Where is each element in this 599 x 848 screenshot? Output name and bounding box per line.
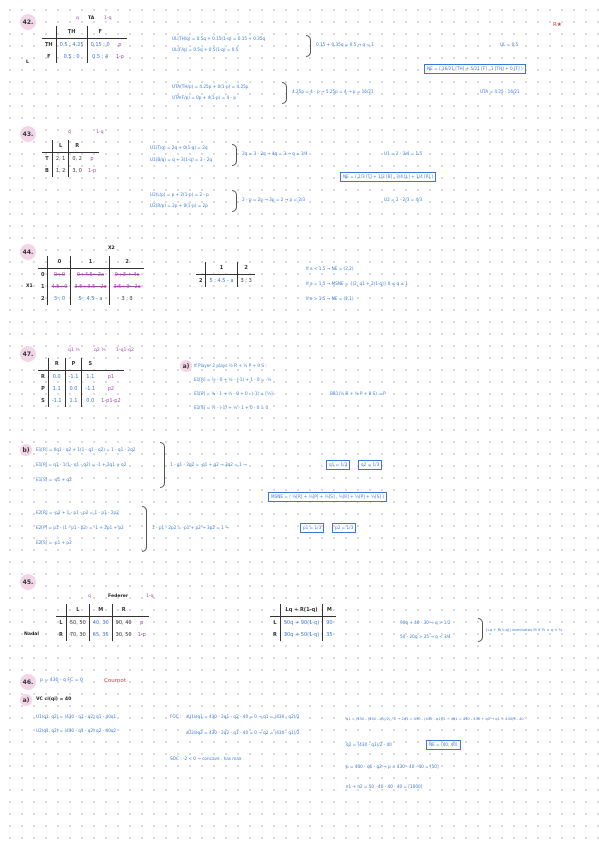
col-prob-1-q: 1-q	[104, 16, 112, 21]
col-prob-q: q	[88, 594, 91, 599]
problem-number-47: 47.	[20, 346, 36, 362]
p47-part-a-title: If Player 2 plays ½ R + ½ P + 0 S :	[194, 363, 267, 368]
p47b-p-box2: p2 = 1/3	[332, 523, 357, 533]
p42-uta-value: UTA = 4.25 · 16/21	[480, 89, 520, 94]
p42-eq2: UL(F/q) = 0.5q + 0.5(1-q) = 0.5	[172, 47, 239, 52]
p44-case3: If a > 1.5 → NE = (2,1)	[306, 296, 354, 301]
p46-foc1: ∂U1/∂q1 = 430 - 2q1 - q2 - 40 = 0 → q1 =…	[186, 714, 300, 719]
p46-sub: q1 = (430 - (430 - q1)/2) / 2 → 2q1 = 43…	[346, 717, 524, 721]
col-player-label: X2	[108, 246, 115, 251]
p42-solve1: 0.15 + 0.35q = 0.5 → q = 1	[316, 42, 374, 47]
col-prob-q1: q1 ⅓	[68, 348, 80, 353]
p42-eq4: UTA(F/p) = 0p + 4(1-p) = 4 - p	[172, 95, 237, 100]
corner-mark: R★	[553, 22, 562, 28]
p47b-e6: E2[S] = -p1 + p2	[36, 540, 72, 545]
p46-u1: U1(q1, q2) = (430 - q1 - q2) q1 - 40q1	[36, 714, 117, 719]
col-prob-1-q: 1-q	[146, 594, 154, 599]
p45-ineq2: 50 - 20q > 35 → q < 3/4	[400, 634, 451, 639]
p42-eq3: UTA(TH/p) = 4.25p + 0(1-p) = 4.25p	[172, 84, 249, 89]
p46-foc-label: FOC :	[170, 714, 182, 719]
problem-number-44: 44.	[20, 244, 36, 260]
p46-foc2: ∂U2/∂q2 = 430 - 2q2 - q1 - 40 = 0 → q2 =…	[186, 730, 300, 735]
brace	[232, 144, 237, 166]
col-prob-q: q	[76, 16, 79, 21]
p46-q2-line: q2 = (430 - q1)/2 - 40	[346, 742, 392, 747]
p45-conclusion: (Lq + R(1-q)) dominates M if ½ < q < ¾	[486, 627, 563, 632]
p47-ep: E1[P] = ½ · 1 + ½ · 0 + 0 · (-1) = [½]	[194, 391, 273, 396]
p47b-solve-p: 1 - p1 - 2p2 = -p1 + p2 → 3p2 = 1 →	[152, 525, 229, 530]
p43-u1-value: U1 = 2 · 3/4 = 1.5	[384, 151, 423, 156]
p42-eq1: UL(TH/q) = 0.5q + 0.15(1-q) = 0.15 + 0.3…	[172, 36, 266, 41]
p46-price: p = 430 - q1 - q2 → p = 430 - 40 - 40 = …	[346, 764, 439, 769]
p47b-e3: E1[S] = -q1 + q2	[36, 477, 72, 482]
col-prob-rest: 1-q1-q2	[116, 348, 134, 353]
problem-number-46: 46.	[20, 674, 36, 690]
p43-ne-box: NE = ( 2/3 [T] + 1/3 [B] , 3/4 [L] + 1/4…	[340, 172, 437, 182]
p46-profit: π1 + π2 = 50 · 40 - 40 · 40 = [1600]	[346, 784, 423, 789]
row-player-label: L	[26, 60, 29, 65]
p43-u2-value: U2 = 2 · 2/3 = 4/3	[384, 197, 423, 202]
p46-ne-box: NE = (40, 40)	[426, 740, 461, 750]
p43-eq4: U2(R/p) = 2p + 0(1-p) = 2p	[150, 203, 208, 208]
part-a-badge: a)	[180, 360, 192, 372]
part-b-badge: b)	[20, 444, 32, 456]
col-prob-1-q: 1-q	[96, 130, 104, 135]
brace	[282, 82, 287, 104]
p47b-e2: E1[P] = q1 - 1(1 - q1 - q2) = -1 + 2q1 +…	[36, 462, 127, 467]
problem-number-42: 42.	[20, 14, 36, 30]
p44-case1: If a < 1.5 → NE = (2,2)	[306, 266, 354, 271]
p45-ineq1: 90q + 40 · 30 → q > 1/2	[400, 620, 451, 625]
p47b-q-box1: q1 = 1/3	[326, 460, 351, 470]
row-player-label: X1	[26, 284, 33, 289]
brace	[232, 190, 237, 212]
p47b-e5: E2[P] = p1 - (1 - p1 - p2) = -1 + 2p1 + …	[36, 525, 124, 530]
p44-case2: If a = 1.5 → MSNE = {(2, q1 + 2(1-q)} 0 …	[306, 281, 409, 286]
p47b-e4: E2[R] = -p2 + 1 - p1 - p2 = 1 - p1 - 2p2	[36, 510, 119, 515]
p43-solve2: 2 - p = 2p → 3p = 2 → p = 2/3	[242, 197, 306, 202]
col-prob-q: q	[68, 130, 71, 135]
p42-ne-box: NE = ( 16/21 [TH] + 5/21 [F] , 1 [TH] + …	[424, 64, 526, 74]
p46-tag: Cournot	[104, 678, 126, 684]
problem-number-43: 43.	[20, 126, 36, 142]
p46-u2: U2(q1, q2) = (430 - q1 - q2) q2 - 40q2	[36, 728, 117, 733]
brace	[160, 442, 165, 488]
p43-eq1: U1(T/q) = 2q + 0(1-q) = 2q	[150, 145, 208, 150]
col-prob-q2: q2 ⅓	[94, 348, 106, 353]
p46-given: p = 430 - q FC = 0	[40, 678, 83, 683]
p47-br: BR1(½ R + ½ P + 0 S) = P	[330, 391, 386, 396]
col-player-label: Federer	[108, 594, 129, 599]
col-player-label: TA	[88, 16, 95, 21]
p47b-p-box1: p1 = 1/3	[300, 523, 325, 533]
p47b-e1: E1[R] = 0q1 - q2 + 1(1 - q1 - q2) = 1 - …	[36, 447, 136, 452]
brace	[142, 506, 147, 552]
p46-vc: VC ci(qi) = 40	[36, 697, 72, 702]
p47-er: E1[R] = ½ · 0 + ½ · (-1) + 1 · 0 = -½	[194, 377, 272, 382]
part-a-badge: a)	[20, 694, 32, 706]
p47b-solve-q: 1 - q1 - 2q2 = -q1 + q2 → 3q2 = 1 →	[170, 462, 247, 467]
p47-es: E1[S] = ½ · (-1) + ½ · 1 + 0 · 0 = 0	[194, 405, 269, 410]
row-player-label: Nadal	[24, 632, 39, 637]
p43-solve1: 2q = 3 - 2q → 4q = 3 → q = 3/4	[242, 151, 308, 156]
p42-solve2: 4.25p = 4 - p → 5.25p = 4 → p = 16/21	[292, 89, 374, 94]
p43-eq3: U2(L/p) = p + 2(1-p) = 2 - p	[150, 192, 209, 197]
brace	[306, 35, 311, 57]
brace	[478, 618, 483, 642]
p46-soc: SOC : -2 < 0 → concave , has max	[170, 756, 242, 761]
problem-number-45: 45.	[20, 574, 36, 590]
p47b-q-box2: q2 = 1/3	[358, 460, 383, 470]
p42-ul-value: UL = 0.5	[500, 42, 519, 47]
p47b-msne: MSNE = ( ⅓[R] + ⅓[P] + ⅓[S] , ⅓[R] + ⅓[P…	[268, 492, 387, 502]
p43-eq2: U1(B/q) = q + 3(1-q) = 3 - 2q	[150, 157, 213, 162]
